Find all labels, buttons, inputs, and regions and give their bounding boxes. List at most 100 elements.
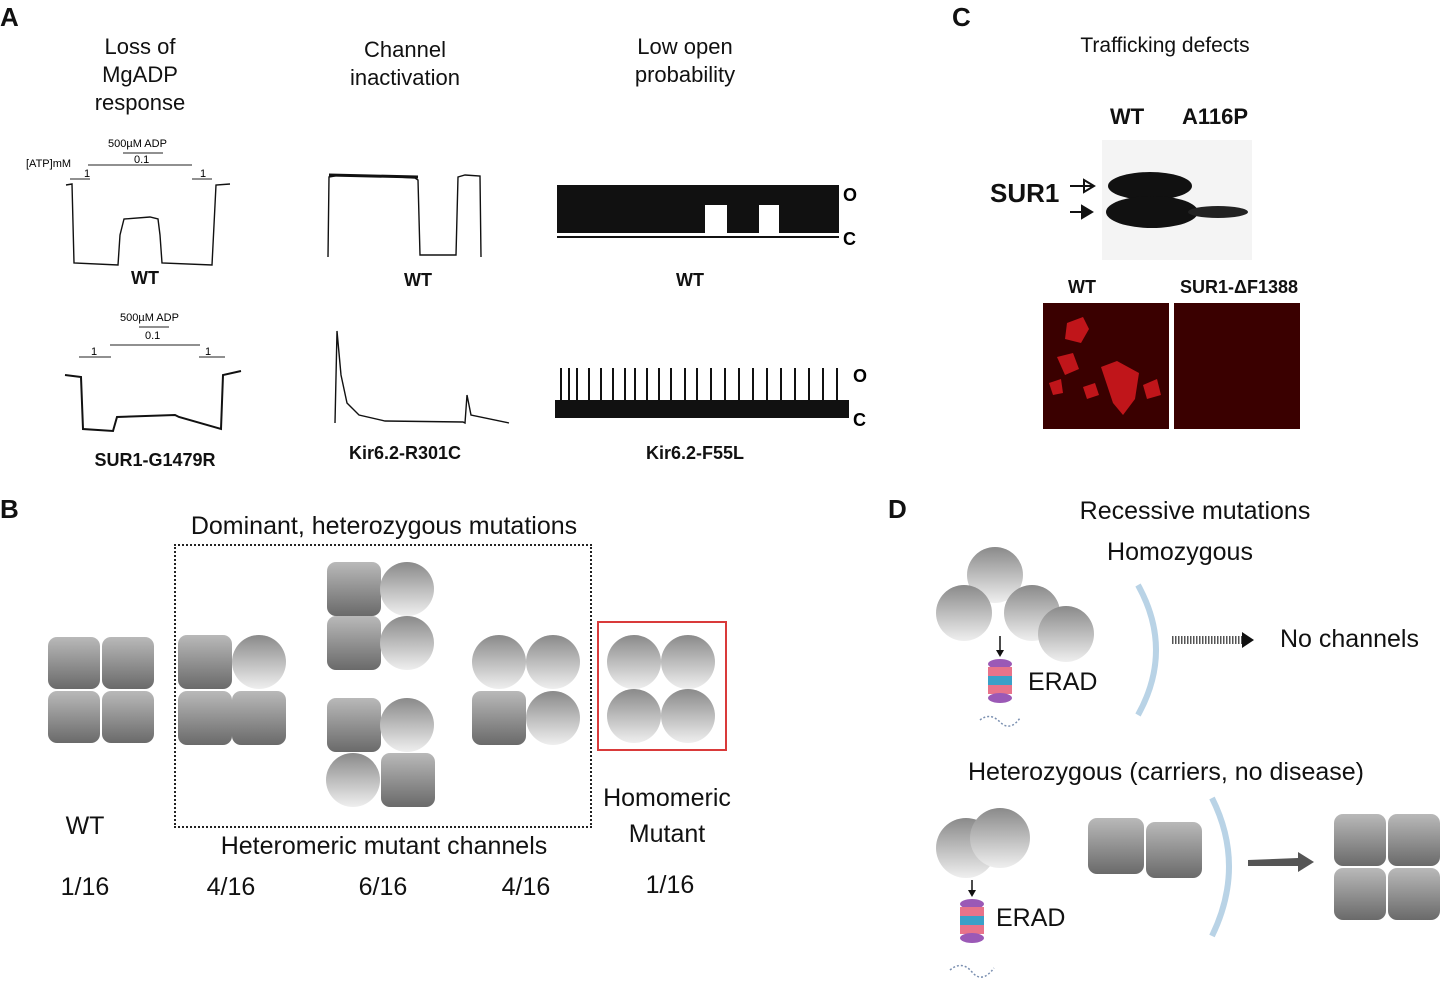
wt-channel [1334, 814, 1440, 920]
trace-noise [328, 173, 419, 179]
misfolded-subunits [936, 547, 1094, 662]
recessive-title: Recessive mutations [1079, 497, 1311, 525]
dominant-label: Dominant, heterozygous mutations [190, 512, 578, 540]
trace-wt-inactivation [327, 173, 482, 258]
trace-spikes [560, 368, 838, 408]
fraction: 4/16 [206, 873, 256, 901]
col1-header-line: response [94, 90, 186, 115]
trace-label-mut-1: SUR1-G1479R [94, 450, 216, 470]
col1-header-line: Loss of [104, 34, 176, 59]
arrow-head-icon [968, 890, 976, 897]
homomeric-label-line: Homomeric [603, 784, 731, 812]
proteasome-icon [979, 659, 1021, 727]
misfolded-subunits-het [936, 808, 1030, 878]
western-blot [1070, 140, 1252, 260]
membrane-1 [1135, 583, 1159, 717]
col2-header-line: Channel [364, 37, 446, 62]
trace-line [64, 370, 242, 433]
atp-label: [ATP]mM [26, 158, 71, 170]
channel-4-16 [178, 635, 286, 745]
fraction: 4/16 [501, 873, 551, 901]
blot-lane-wt: WT [1110, 104, 1145, 129]
panel-letter-a: A [0, 2, 19, 32]
trace-block [557, 185, 839, 233]
fraction: 1/16 [645, 871, 695, 899]
conc-low: 0.1 [145, 330, 160, 342]
adp-label: 500µM ADP [108, 138, 167, 150]
homomeric-label: Homomeric Mutant [592, 780, 742, 852]
dominant-box [174, 544, 592, 828]
trace-mut-open-prob: O C [555, 366, 867, 430]
wt-label: WT [65, 812, 105, 840]
erad-label-2: ERAD [996, 904, 1066, 932]
trace-label-wt-1: WT [131, 268, 159, 288]
col3-header-line: Low open [637, 34, 733, 59]
recessive-diagram [936, 547, 1440, 978]
trace-label-wt-3: WT [676, 270, 704, 290]
arrow-head-icon [996, 650, 1004, 657]
trace-wt-open-prob: O C [557, 185, 857, 249]
trace-line [334, 330, 510, 425]
trace-mut-inactivation [334, 330, 510, 425]
homomeric-frame [597, 621, 727, 751]
trace-label-wt-2: WT [404, 270, 432, 290]
img-label-mutant: SUR1-ΔF1388 [1180, 277, 1298, 297]
trace-line [327, 174, 482, 258]
heteromeric-label: Heteromeric mutant channels [220, 832, 548, 860]
closed-label: C [843, 229, 856, 249]
trace-wt-mgadp: [ATP]mM 500µM ADP 0.1 1 1 [26, 138, 231, 266]
open-label: O [853, 366, 867, 386]
heterozygous-label: Heterozygous (carriers, no disease) [968, 758, 1364, 786]
proteasome-icon [949, 899, 995, 978]
img-label-wt: WT [1068, 277, 1096, 297]
closed-label: C [853, 410, 866, 430]
conc-high-left: 1 [84, 168, 90, 180]
membrane-2 [1209, 796, 1232, 938]
col2-header: Channel inactivation [315, 36, 495, 92]
blot-protein-label: SUR1 [990, 178, 1060, 208]
conc-high-right: 1 [200, 168, 206, 180]
homozygous-label: Homozygous [1107, 538, 1253, 566]
immunostain-images [1043, 303, 1300, 429]
adp-label: 500µM ADP [120, 312, 179, 324]
fraction: 1/16 [60, 873, 110, 901]
col1-header-line: MgADP [102, 62, 178, 87]
blot-band-upper [1108, 172, 1192, 200]
trace-gap [759, 205, 779, 235]
filled-arrow-icon [1070, 204, 1094, 220]
homomeric-label-line: Mutant [628, 820, 706, 848]
blot-lane-a116p: A116P [1182, 104, 1249, 129]
channel-6-16-a [327, 562, 434, 670]
col3-header: Low open probability [595, 33, 775, 89]
fraction: 6/16 [358, 873, 408, 901]
trace-label-mut-3: Kir6.2-F55L [645, 443, 745, 463]
stain-mutant [1174, 303, 1300, 429]
channel-wt [48, 637, 154, 743]
solid-arrow [1248, 852, 1314, 872]
blot-band-lower [1106, 196, 1198, 228]
conc-low: 0.1 [134, 154, 149, 166]
trace-gap [705, 205, 727, 235]
arrow-head-icon [1242, 632, 1254, 648]
panel-c-title: Trafficking defects [1080, 34, 1250, 57]
col3-header-line: probability [634, 62, 736, 87]
stain-cells [1049, 317, 1161, 415]
blot-band-mutant [1188, 206, 1248, 218]
erad-label-1: ERAD [1028, 668, 1098, 696]
channel-homomeric [607, 635, 715, 743]
col2-header-line: inactivation [349, 65, 461, 90]
channel-6-16-b [326, 698, 435, 807]
conc-high-right: 1 [205, 346, 211, 358]
panel-letter-b: B [0, 494, 19, 524]
panel-letter-c: C [952, 2, 971, 32]
trace-label-mut-2: Kir6.2-R301C [348, 443, 462, 463]
col1-header: Loss of MgADP response [60, 33, 220, 117]
no-channels-label: No channels [1280, 625, 1419, 653]
wt-subunits [1088, 818, 1202, 878]
conc-high-left: 1 [91, 346, 97, 358]
channel-diagrams [48, 562, 715, 807]
open-label: O [843, 185, 857, 205]
trace-block [555, 400, 849, 418]
trace-line [65, 183, 231, 266]
open-arrow-icon [1070, 178, 1096, 194]
